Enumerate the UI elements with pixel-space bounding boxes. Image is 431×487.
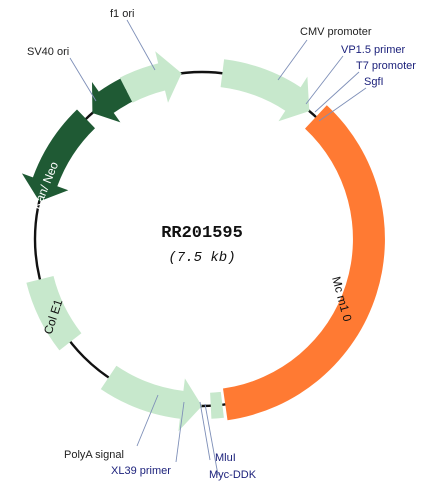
leader-sv40-ori xyxy=(69,57,97,102)
label-f1-ori: f1 ori xyxy=(110,8,134,20)
plasmid-name: RR201595 xyxy=(161,224,243,243)
feature-kan-neo xyxy=(21,109,95,202)
leader-xl39-primer xyxy=(175,401,185,463)
leader-t7-promoter xyxy=(314,71,360,113)
feature-cmv-promoter xyxy=(220,59,310,122)
label-cmv-promoter: CMV promoter xyxy=(300,26,372,38)
leader-lines xyxy=(69,19,367,476)
plasmid-size: (7.5 kb) xyxy=(168,250,235,266)
feature-polya-signal xyxy=(100,365,202,432)
label-sgfi: SgfI xyxy=(364,76,384,88)
feature-myc-ddk xyxy=(210,391,224,419)
label-xl39-primer: XL39 primer xyxy=(111,465,171,477)
feature-sv40-ori xyxy=(92,78,133,123)
label-sv40-ori: SV40 ori xyxy=(27,46,69,58)
leader-myc-ddk xyxy=(204,403,219,476)
label-polya-signal: PolyA signal xyxy=(64,449,124,461)
feature-mcm10 xyxy=(223,105,385,421)
feature-f1-ori xyxy=(119,51,182,103)
label-vp15-primer: VP1.5 primer xyxy=(341,44,406,56)
label-mlui: MluI xyxy=(215,452,236,464)
leader-polya-signal xyxy=(136,394,159,447)
leader-sgfi xyxy=(318,87,367,122)
leader-f1-ori xyxy=(126,19,156,71)
label-t7-promoter: T7 promoter xyxy=(356,60,416,72)
feature-col-e1 xyxy=(26,276,82,351)
leader-cmv-promoter xyxy=(277,39,308,81)
leader-mlui xyxy=(199,401,211,461)
leader-vp15-primer xyxy=(305,55,344,105)
label-myc-ddk: Myc-DDK xyxy=(209,469,257,481)
